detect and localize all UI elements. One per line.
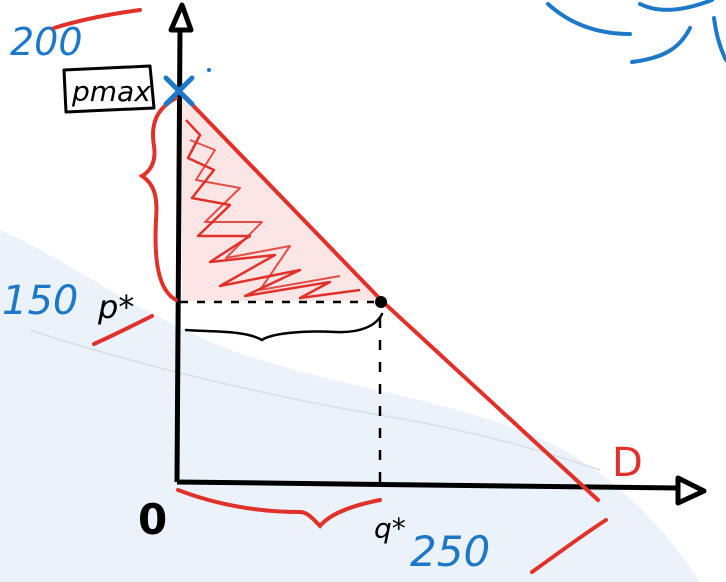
small-blue-dot: [207, 68, 211, 72]
quantity-span-brace: [184, 312, 384, 342]
price-star-value-label: 150: [2, 278, 78, 324]
quantity-axis: [176, 475, 707, 506]
price-star-label: p*: [97, 288, 134, 326]
pmax-cross-mark: [163, 75, 195, 107]
quantity-max-value-strike: [530, 518, 608, 574]
price-axis: [168, 2, 194, 483]
background-blue-wash: [0, 230, 700, 582]
demand-label: D: [612, 440, 643, 486]
quantity-star-label: q*: [374, 512, 406, 545]
price-star-strike: [92, 314, 154, 346]
background-faint-curve: [29, 329, 601, 471]
corner-blue-scribbles: [546, 0, 726, 64]
equilibrium-point: [375, 296, 387, 308]
quantity-underline: [176, 488, 382, 529]
origin-label: 0: [138, 495, 167, 544]
pmax-label: pmax: [71, 75, 151, 108]
price-gap-brace: [138, 96, 178, 302]
price-max-value-strike: [52, 8, 142, 30]
price-max-value-label: 200: [10, 20, 83, 64]
quantity-max-value-label: 250: [410, 527, 490, 576]
pmax-label-box: [62, 64, 156, 114]
